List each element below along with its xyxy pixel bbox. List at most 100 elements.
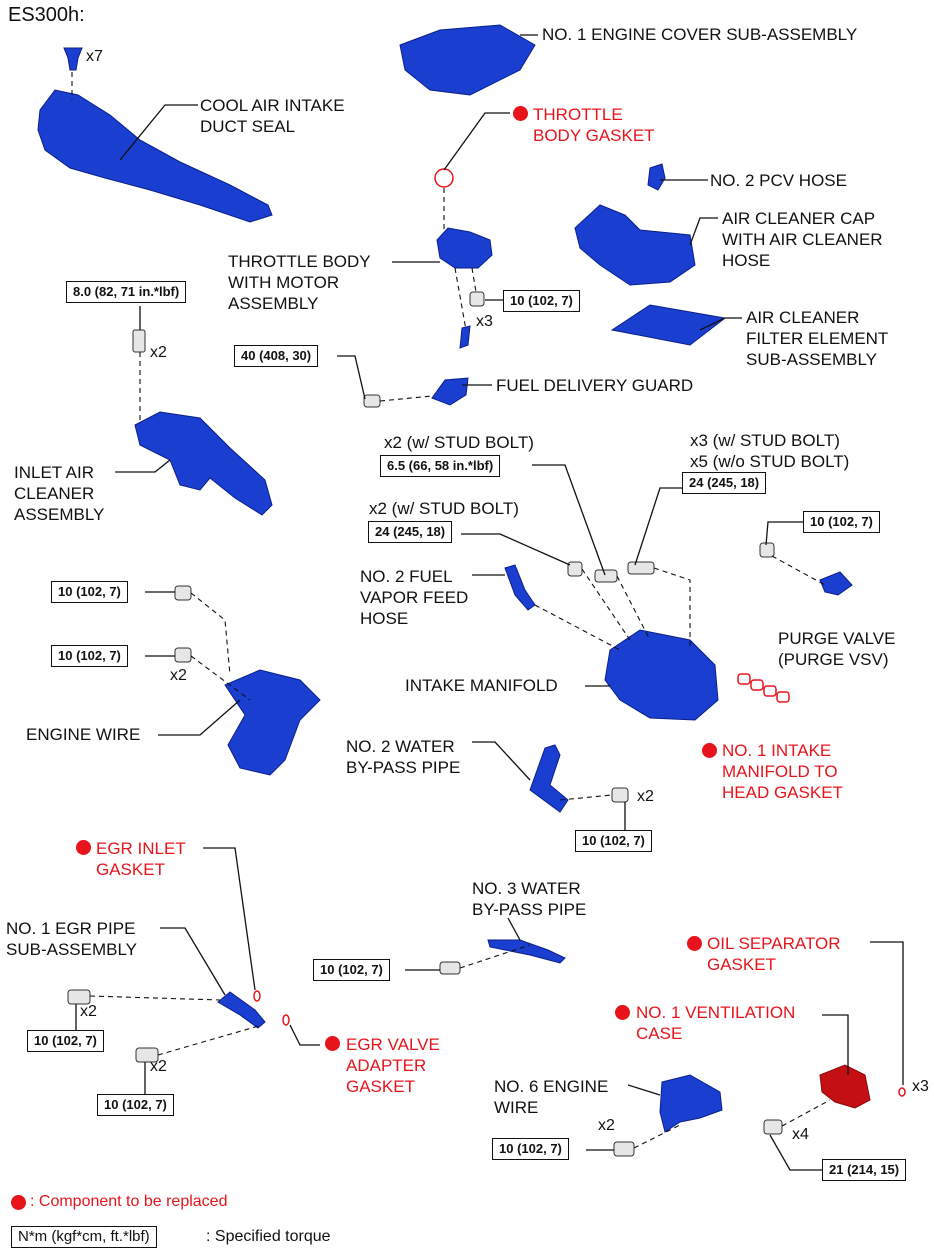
leader-t40 (337, 355, 366, 400)
engine-wire-part (224, 669, 321, 776)
throttle-gasket-part (434, 168, 454, 188)
legend-replace-text: : Component to be replaced (30, 1193, 228, 1210)
label-stud-c: x2 (w/ STUD BOLT) (369, 499, 519, 518)
torque-box: 8.0 (82, 71 in.*lbf) (66, 281, 187, 303)
egr-pipe-part (217, 991, 266, 1029)
dash-vent (781, 1099, 831, 1127)
replace-marker-icon (325, 1036, 340, 1051)
bolt-wire6 (613, 1141, 635, 1157)
dash-throttle-bolt (471, 267, 477, 293)
leader-throttle-gasket (443, 112, 510, 171)
torque-box: 10 (102, 7) (575, 830, 652, 852)
ventilation-case-part (819, 1064, 871, 1109)
torque-box: 10 (102, 7) (492, 1138, 569, 1160)
legend-torque-text: : Specified torque (206, 1228, 331, 1245)
qty-label: x3 (912, 1078, 929, 1095)
leader-engine-wire (158, 699, 241, 736)
leader-t21 (769, 1134, 822, 1171)
manifold-gasket-part (737, 673, 790, 703)
torque-box: 10 (102, 7) (97, 1094, 174, 1116)
torque-box: 10 (102, 7) (313, 959, 390, 981)
label-egr-inlet: EGR INLET GASKET (96, 839, 186, 879)
torque-box: 21 (214, 15) (822, 1159, 907, 1181)
label-air-cleaner-cap: AIR CLEANER CAP WITH AIR CLEANER HOSE (722, 209, 883, 270)
oil-sep-gasket-part (898, 1087, 906, 1097)
bolt-water3 (439, 961, 461, 975)
dash-24b (653, 567, 691, 650)
bolt-throttle (469, 291, 485, 307)
water-pipe-2-part (529, 744, 569, 813)
torque-box: 6.5 (66, 58 in.*lbf) (380, 455, 501, 477)
egr-valve-gasket-part (282, 1014, 290, 1026)
leader-t24a (461, 533, 571, 566)
torque-box: 10 (102, 7) (27, 1030, 104, 1052)
dash-65 (616, 575, 651, 641)
torque-box: 24 (245, 18) (682, 472, 767, 494)
replace-marker-icon (687, 936, 702, 951)
bolt-egr1 (67, 989, 91, 1005)
torque-box: 10 (102, 7) (803, 511, 880, 533)
pcv-hose-part (647, 163, 666, 191)
throttle-lower-part (459, 325, 471, 349)
leader-egr-pipe (160, 927, 226, 996)
dash-water3 (459, 944, 531, 969)
intake-manifold-part (604, 629, 719, 721)
torque-box: 24 (245, 18) (368, 521, 453, 543)
label-throttle-gasket: THROTTLE BODY GASKET (533, 105, 655, 145)
label-oil-sep: OIL SEPARATOR GASKET (707, 934, 841, 974)
dash-wire6 (633, 1124, 681, 1149)
label-cool-air-duct: COOL AIR INTAKE DUCT SEAL (200, 96, 345, 136)
label-throttle-body: THROTTLE BODY WITH MOTOR ASSEMBLY (228, 252, 371, 313)
throttle-body-part (436, 227, 493, 269)
label-water-pipe-3: NO. 3 WATER BY-PASS PIPE (472, 879, 587, 919)
label-pcv-hose: NO. 2 PCV HOSE (710, 171, 847, 190)
clip-part (63, 47, 83, 71)
torque-box: 10 (102, 7) (51, 645, 128, 667)
label-vent-case: NO. 1 VENTILATION CASE (636, 1003, 796, 1043)
label-egr-pipe: NO. 1 EGR PIPE SUB-ASSEMBLY (6, 919, 138, 959)
leader-cool-air (119, 104, 198, 161)
replace-marker-icon (615, 1005, 630, 1020)
dash-egr2 (157, 1024, 263, 1056)
legend-torque-box: N*m (kgf*cm, ft.*lbf) (11, 1226, 157, 1248)
leader-egr-inlet (203, 847, 256, 991)
leader-t65 (532, 464, 606, 576)
label-engine-cover: NO. 1 ENGINE COVER SUB-ASSEMBLY (542, 25, 858, 44)
leader-inlet (115, 459, 171, 473)
dash-throttle (454, 267, 467, 331)
qty-label: x3 (476, 313, 493, 330)
label-purge-valve: PURGE VALVE (PURGE VSV) (778, 629, 896, 669)
bolt-40 (363, 394, 381, 408)
bolt-wire1 (174, 585, 192, 601)
qty-label: x2 (80, 1003, 97, 1020)
bolt-80 (132, 329, 146, 353)
label-water-pipe-2: NO. 2 WATER BY-PASS PIPE (346, 737, 461, 777)
fuel-guard-part (431, 377, 469, 406)
qty-label: x4 (792, 1126, 809, 1143)
leader-wire6 (627, 1084, 661, 1096)
label-stud-a: x2 (w/ STUD BOLT) (384, 433, 534, 452)
dash-purge (771, 555, 826, 586)
label-egr-valve: EGR VALVE ADAPTER GASKET (346, 1035, 440, 1096)
leader-air-filter (699, 317, 742, 331)
replace-marker-icon (76, 840, 91, 855)
leader-vent (822, 1014, 849, 1075)
qty-label: x2 (170, 667, 187, 684)
label-intake-manifold: INTAKE MANIFOLD (405, 676, 558, 695)
leader-water2 (472, 741, 531, 781)
qty-label: x2 (150, 1058, 167, 1075)
replace-marker-icon (513, 106, 528, 121)
leader-oil-sep (870, 941, 904, 1085)
qty-label: x2 (598, 1117, 615, 1134)
leader-t24b (634, 487, 682, 566)
label-fuel-vapor: NO. 2 FUEL VAPOR FEED HOSE (360, 567, 469, 628)
egr-inlet-gasket-part (253, 990, 261, 1002)
purge-valve-part (819, 571, 853, 596)
label-stud-b: x3 (w/ STUD BOLT) x5 (w/o STUD BOLT) (690, 431, 850, 471)
bolt-water2 (611, 787, 629, 803)
label-manifold-gasket: NO. 1 INTAKE MANIFOLD TO HEAD GASKET (722, 741, 843, 802)
air-filter-part (610, 304, 727, 346)
qty-label: x2 (150, 344, 167, 361)
bolt-vent (763, 1119, 783, 1135)
torque-box: 10 (102, 7) (503, 290, 580, 312)
